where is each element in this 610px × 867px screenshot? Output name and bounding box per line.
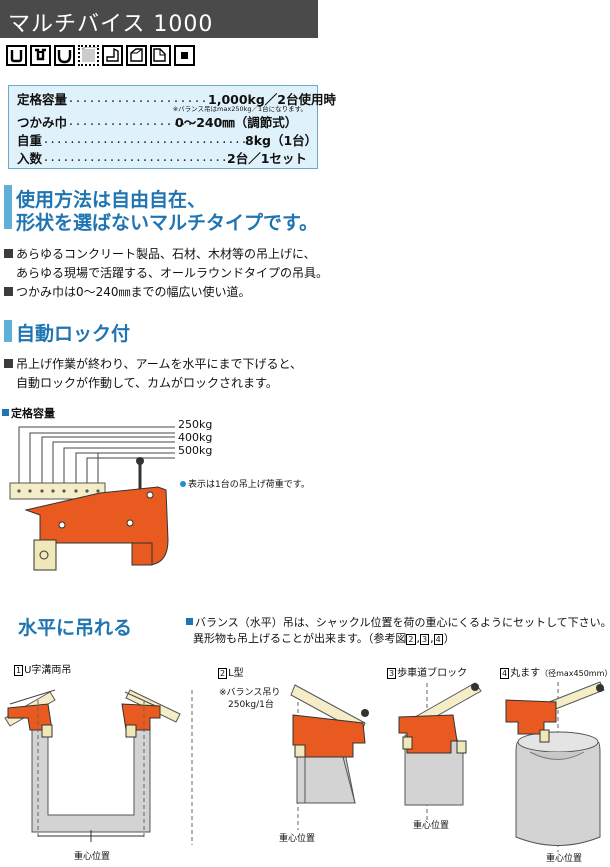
bullet-text: 吊上げ作業が終わり、アームを水平にまで下げると、 (16, 357, 302, 371)
bullet-square-icon (4, 359, 13, 368)
example1-center: 重心位置 (74, 852, 111, 862)
capacity-diagram (9, 426, 175, 571)
u-channel-icon (6, 45, 27, 66)
section2-bullet-cont: 自動ロックが作動して、カムがロックされます。 (16, 376, 278, 390)
bullet-text: あらゆるコンクリート製品、石材、木材等の吊上げに、 (16, 247, 316, 261)
spec-row-quantity: 入数・・・・・・・・・・・・・・・・・・・・・・・・・・・・ 2台／1セット (17, 148, 307, 167)
ref-2: 2 (406, 634, 416, 645)
u-channel-round-icon (54, 45, 75, 66)
bullet-square-icon (4, 249, 13, 258)
ref-3: 3 (420, 634, 430, 645)
title-bar: マルチバイス 1000 (0, 0, 318, 38)
load-500: 500kg (178, 444, 213, 457)
spec-value: 8kg（1台） (245, 133, 318, 148)
section3-desc-line1: バランス（水平）吊は、シャックル位置を荷の重心にくるようにセットして下さい。 (186, 614, 610, 630)
example-number: 1 (14, 665, 24, 676)
example2-center: 重心位置 (279, 834, 316, 844)
capacity-note-text: 表示は1台の吊上げ荷重です。 (188, 480, 310, 490)
section2-bullet: 吊上げ作業が終わり、アームを水平にまで下げると、 (4, 355, 302, 374)
load-250: 250kg (178, 418, 213, 431)
heading-accent-bar (4, 320, 12, 342)
example-subtitle: （径max450mm） (540, 669, 610, 678)
u-channel-lug-icon (30, 45, 51, 66)
example3-illustration (398, 682, 482, 820)
capacity-diagram-label: 定格容量 (2, 405, 55, 421)
step-block-icon (126, 45, 147, 66)
section1-heading-line1: 使用方法は自由自在、 (16, 189, 207, 211)
example2-illustration (290, 684, 369, 830)
step-block-2-icon (150, 45, 171, 66)
concrete-block-icon (78, 45, 99, 66)
spec-row-capacity: 定格容量・・・・・・・・・・・・・・・・・・・・ 1,000kg／2台使用時 (17, 89, 336, 108)
load-400: 400kg (178, 431, 213, 444)
example-number: 2 (218, 668, 228, 679)
example-number: 3 (387, 668, 397, 679)
bullet-square-icon (4, 287, 13, 296)
example1-illustration (4, 689, 193, 845)
page-title: マルチバイス 1000 (8, 12, 214, 37)
spec-row-weight: 自重・・・・・・・・・・・・・・・・・・・・・・・・・・・・・・・ 8kg（1台… (17, 130, 317, 149)
spec-dots: ・・・・・・・・・・・・・・・・・・ (67, 120, 194, 129)
desc-text: バランス（水平）吊は、シャックル位置を荷の重心にくるようにセットして下さい。 (195, 616, 610, 629)
ref-4: 4 (433, 634, 443, 645)
section1-bullet1: あらゆるコンクリート製品、石材、木材等の吊上げに、 (4, 245, 316, 264)
section2-heading: 自動ロック付 (16, 323, 131, 345)
section1-bullet1-cont: あらゆる現場で活躍する、オールラウンドタイプの吊具。 (16, 266, 329, 280)
blue-square-icon (2, 409, 9, 416)
spec-value: 0～240㎜（調節式） (175, 115, 298, 130)
spec-note: ※バランス吊はmax250kg／1台になります。 (172, 105, 307, 113)
desc-text: 異形物も吊上げることが出来ます。（参考図 (193, 632, 407, 645)
blue-square-icon (186, 618, 193, 625)
spec-box: 定格容量・・・・・・・・・・・・・・・・・・・・ 1,000kg／2台使用時 ※… (8, 85, 336, 169)
example4-center: 重心位置 (546, 854, 583, 864)
capacity-note: 表示は1台の吊上げ荷重です。 (180, 477, 310, 490)
example-title: U字溝両吊 (24, 665, 72, 676)
spec-label: 定格容量 (17, 92, 68, 107)
example-title: L型 (228, 668, 244, 679)
example2-note1: ※バランス吊り (219, 688, 281, 698)
section1-heading-line2: 形状を選ばないマルチタイプです。 (16, 212, 319, 234)
l-shape-icon (102, 45, 123, 66)
capacity-label-text: 定格容量 (11, 407, 55, 420)
example2-note2: 250kg/1台 (228, 700, 274, 710)
spec-dots: ・・・・・・・・・・・・・・・・・・・・・・・・・・・・ (42, 156, 228, 165)
section1-bullet2: つかみ巾は0～240㎜までの幅広い使い道。 (4, 283, 251, 302)
dot-icon (180, 481, 186, 487)
spec-label: 自重 (17, 133, 43, 148)
spec-dots: ・・・・・・・・・・・・・・・・・・・・ (67, 97, 208, 106)
spec-row-grip-width: つかみ巾・・・・・・・・・・・・・・・・・・ 0～240㎜（調節式） (17, 112, 297, 131)
spec-label: 入数 (17, 151, 43, 166)
example-title: 歩車道ブロック (397, 668, 468, 679)
desc-end: ） (443, 632, 455, 645)
example-number: 4 (500, 668, 510, 679)
square-block-icon (174, 45, 195, 66)
heading-accent-bar (4, 185, 12, 229)
spec-dots: ・・・・・・・・・・・・・・・・・・・・・・・・・・・・・・・ (42, 138, 248, 147)
spec-value: 2台／1セット (227, 151, 307, 166)
example3-center: 重心位置 (413, 821, 450, 831)
spec-label: つかみ巾 (17, 115, 68, 130)
example-title: 丸ます (510, 668, 541, 679)
section3-heading: 水平に吊れる (18, 617, 133, 639)
spec-value: 1,000kg／2台使用時 (208, 92, 336, 107)
example4-illustration (505, 681, 605, 852)
bullet-text: つかみ巾は0～240㎜までの幅広い使い道。 (16, 285, 251, 299)
